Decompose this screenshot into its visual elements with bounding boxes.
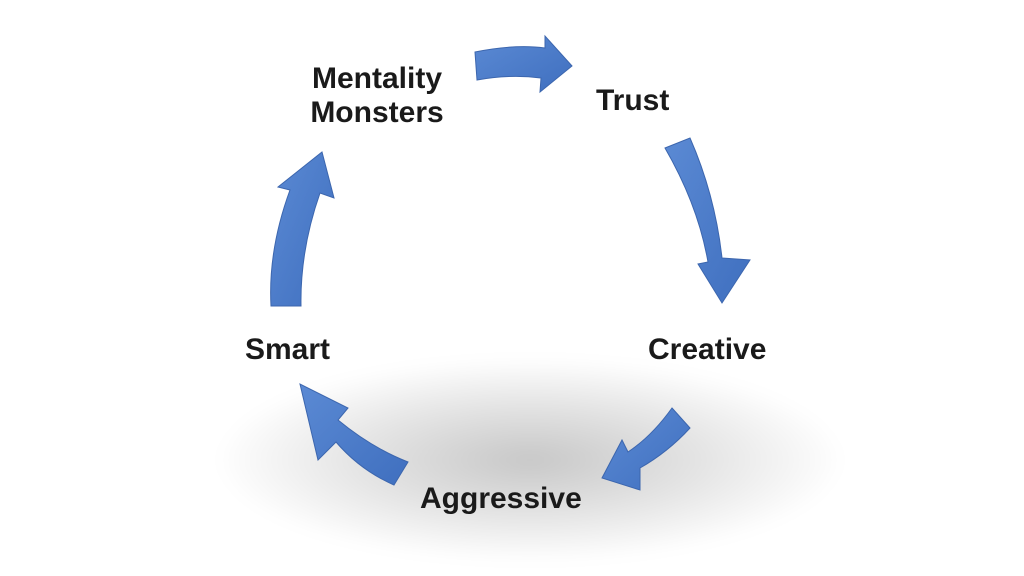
node-mentality-line2: Monsters <box>310 96 444 129</box>
node-smart: Smart <box>245 333 331 366</box>
node-trust: Trust <box>596 84 670 117</box>
arrow-trust-to-creative <box>664 137 751 304</box>
arrow-smart-to-mentality <box>270 151 335 307</box>
node-creative: Creative <box>648 333 767 366</box>
arrow-mentality-to-trust <box>474 34 573 94</box>
node-mentality-monsters: Mentality Monsters <box>292 62 462 130</box>
arrow-creative-to-aggressive <box>601 407 691 491</box>
node-mentality-line1: Mentality <box>311 62 443 95</box>
node-aggressive: Aggressive <box>420 482 582 515</box>
floor-shadow <box>220 360 840 560</box>
arrow-aggressive-to-smart <box>299 383 409 486</box>
